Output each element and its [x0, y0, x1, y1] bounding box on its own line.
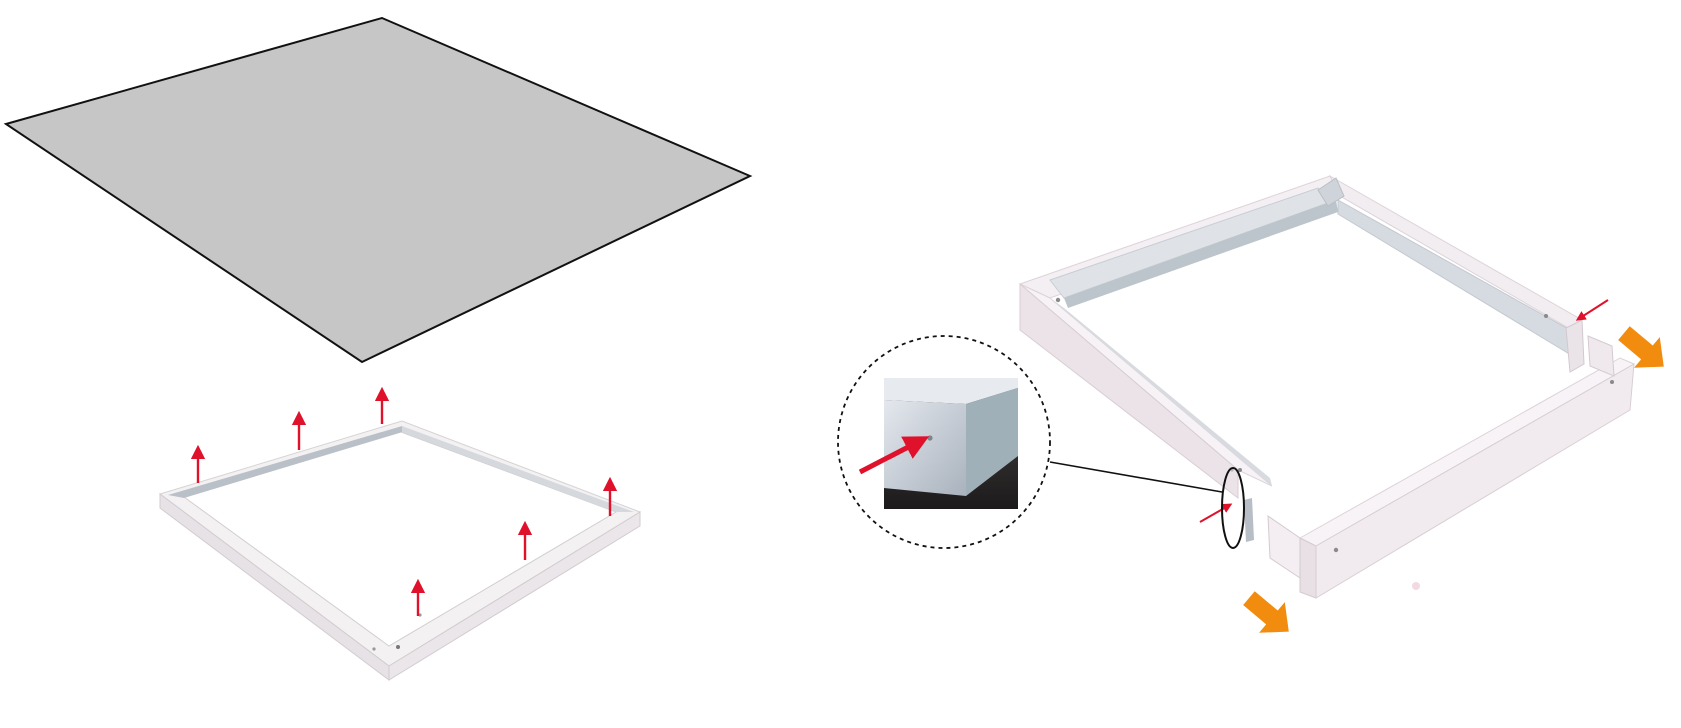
frame-right-end	[1565, 319, 1585, 373]
frame-rail-right	[402, 426, 634, 512]
detachable-side-top	[1298, 357, 1636, 547]
joint-clip	[1244, 498, 1254, 542]
detachable-end-plate-left	[1267, 515, 1301, 579]
joint-pointer-back	[1575, 299, 1609, 321]
callout-leader	[1049, 461, 1223, 493]
frame-back-channel-shadow	[1064, 200, 1338, 308]
frame-left-side	[1019, 283, 1273, 487]
callout-photo-profile-top	[884, 378, 1018, 404]
surface-frame	[158, 420, 642, 682]
move-arrows	[1243, 326, 1664, 633]
detachable-side-front	[1315, 363, 1635, 599]
frame-left-face	[1019, 282, 1239, 500]
screw-hole-marker	[1221, 467, 1245, 549]
detachable-end-plate-right	[1587, 335, 1615, 377]
panel-frame-assembly	[837, 174, 1664, 633]
frame-rail	[168, 426, 402, 498]
open-frame	[1018, 174, 1585, 500]
move-arrow-right	[1618, 326, 1664, 368]
callout-photo-profile-side	[966, 388, 1018, 496]
frame-opening	[182, 431, 618, 647]
panel-exploded-view	[3, 16, 753, 682]
joint-pointer-front	[1199, 503, 1233, 523]
frame-left-lip	[1050, 298, 1272, 486]
callout-photo-profile-face	[884, 400, 966, 496]
frame-back-channel	[1049, 187, 1338, 299]
frame-right-channel	[1337, 199, 1577, 360]
callout-pointer	[858, 436, 930, 475]
frame-right-side	[1328, 174, 1583, 331]
lift-arrows	[190, 386, 618, 616]
led-panel	[3, 16, 753, 364]
frame-side-right	[388, 511, 641, 681]
frame-corner-bracket	[1317, 177, 1345, 207]
move-arrow-left	[1243, 591, 1289, 633]
detachable-side-face	[1299, 537, 1317, 599]
detachable-side	[1267, 335, 1636, 599]
detail-callout	[837, 335, 1051, 549]
